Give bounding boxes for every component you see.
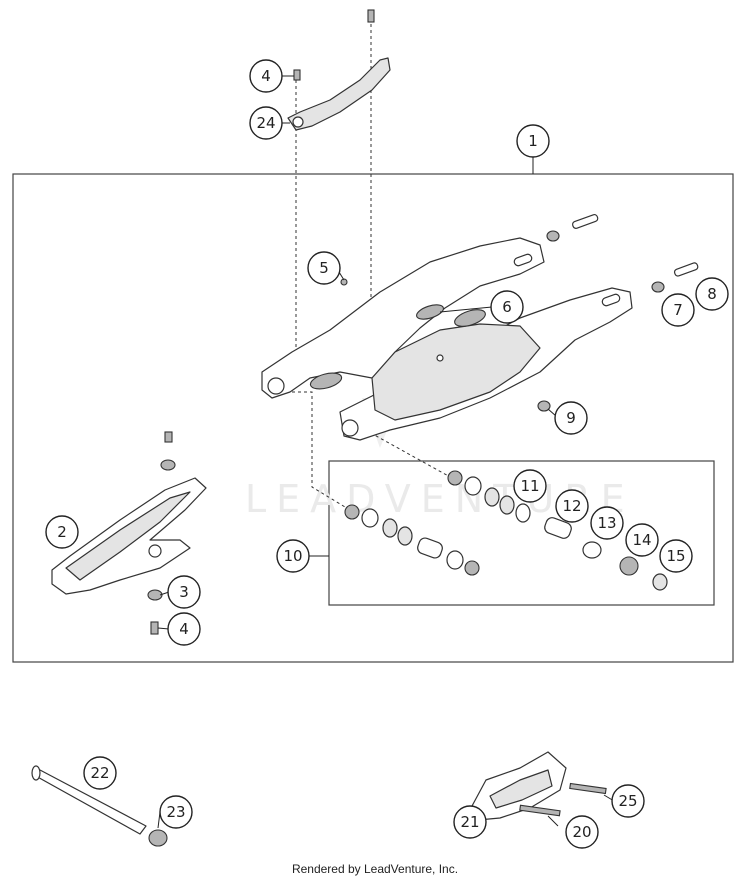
svg-text:23: 23 <box>166 803 185 821</box>
callout-4-top: 4 <box>249 59 283 93</box>
svg-text:4: 4 <box>261 67 271 85</box>
svg-text:14: 14 <box>632 531 651 549</box>
callout-10: 10 <box>276 539 310 573</box>
callout-14: 14 <box>625 523 659 557</box>
svg-text:2: 2 <box>57 523 67 541</box>
callout-13: 13 <box>590 506 624 540</box>
svg-text:20: 20 <box>572 823 591 841</box>
assembly-frame <box>12 173 734 663</box>
svg-text:1: 1 <box>528 132 538 150</box>
swingarm <box>261 237 633 441</box>
callout-7: 7 <box>661 293 695 327</box>
svg-text:11: 11 <box>520 477 539 495</box>
callout-24: 24 <box>249 106 283 140</box>
svg-text:13: 13 <box>597 514 616 532</box>
callout-12: 12 <box>555 489 589 523</box>
svg-text:9: 9 <box>566 409 576 427</box>
swingarm-axle <box>31 765 168 847</box>
svg-text:25: 25 <box>618 792 637 810</box>
callout-23: 23 <box>159 795 193 829</box>
svg-text:15: 15 <box>666 547 685 565</box>
bearing-kit-parts <box>344 470 668 591</box>
callout-6: 6 <box>490 290 524 324</box>
callout-15: 15 <box>659 539 693 573</box>
chain-guide <box>471 751 607 821</box>
callout-8: 8 <box>695 277 729 311</box>
svg-text:5: 5 <box>319 259 329 277</box>
callout-20: 20 <box>565 815 599 849</box>
callout-25: 25 <box>611 784 645 818</box>
callout-21: 21 <box>453 805 487 839</box>
svg-text:22: 22 <box>90 764 109 782</box>
svg-text:3: 3 <box>179 583 189 601</box>
render-credit: Rendered by LeadVenture, Inc. <box>291 862 459 876</box>
callout-1: 1 <box>516 124 550 158</box>
callout-11: 11 <box>513 469 547 503</box>
svg-text:24: 24 <box>256 114 275 132</box>
callout-5: 5 <box>307 251 341 285</box>
svg-text:12: 12 <box>562 497 581 515</box>
adjuster-hardware <box>340 213 699 412</box>
chain-guide-top <box>287 9 391 131</box>
bearing-kit-frame <box>328 460 715 606</box>
svg-text:7: 7 <box>673 301 683 319</box>
callout-3: 3 <box>167 575 201 609</box>
svg-text:8: 8 <box>707 285 717 303</box>
svg-text:21: 21 <box>460 813 479 831</box>
svg-text:4: 4 <box>179 620 189 638</box>
callout-22: 22 <box>83 756 117 790</box>
svg-text:10: 10 <box>283 547 302 565</box>
callout-2: 2 <box>45 515 79 549</box>
leader-lines <box>157 75 615 829</box>
callout-4-bottom: 4 <box>167 612 201 646</box>
callout-9: 9 <box>554 401 588 435</box>
svg-text:6: 6 <box>502 298 512 316</box>
chain-slider <box>51 431 207 635</box>
